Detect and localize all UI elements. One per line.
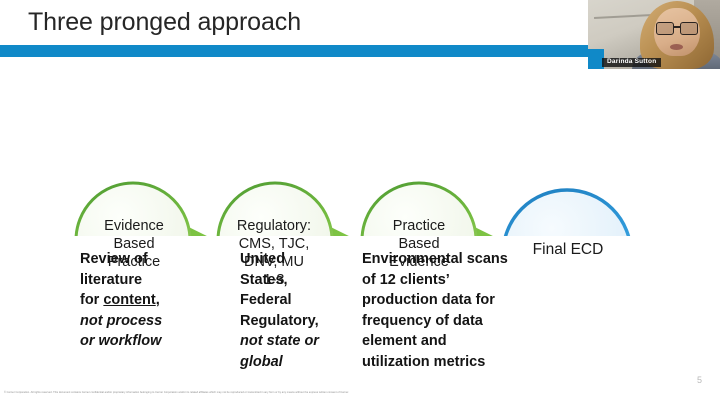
caption-2-line-6: global: [240, 353, 283, 370]
node-label-practice-based-evidence: Practice Based Evidence: [389, 218, 449, 270]
node-circle-final-ecd[interactable]: [503, 188, 631, 236]
node-circle-practice-based-evidence[interactable]: [360, 181, 478, 236]
caption-1-line-3-suffix: ,: [155, 292, 160, 308]
glasses-left-lens: [656, 22, 674, 35]
webcam-mouth: [670, 44, 683, 50]
glasses-bridge: [673, 26, 681, 28]
page-title: Three pronged approach: [28, 8, 301, 36]
glasses-icon: [656, 22, 698, 35]
three-pronged-approach-diagram: Evidence Based Practice Regulatory: CMS,…: [0, 86, 720, 288]
caption-2-line-1: United: [240, 251, 286, 267]
node-circle-evidence-based-practice[interactable]: [74, 181, 192, 236]
node-label-evidence-based-practice: Evidence Based Practice: [104, 218, 164, 270]
caption-1-line-1: Review of: [80, 251, 148, 267]
caption-1-line-5: or workflow: [80, 333, 162, 349]
footer-legal-disclaimer: © Cerner Corporation. All rights reserve…: [4, 391, 349, 394]
caption-2-line-3: Federal: [240, 292, 292, 308]
caption-1-line-3-prefix: for: [80, 292, 104, 308]
node-label-final-ecd: Final ECD: [532, 241, 604, 258]
page-number: 5: [696, 375, 702, 385]
caption-1-line-4: not process: [80, 312, 163, 329]
caption-2-line-5: not state or: [240, 333, 319, 349]
node-label-regulatory: Regulatory: CMS, TJC, DNV, MU 1-3: [236, 218, 312, 288]
caption-1-emphasis-content: content: [103, 292, 156, 308]
node-circle-regulatory[interactable]: [216, 181, 334, 236]
caption-2-line-2: States,: [240, 271, 288, 288]
title-divider-bar: [0, 45, 720, 57]
webcam-video-overlay[interactable]: Darinda Sutton: [588, 0, 720, 69]
webcam-blue-tab: [588, 49, 604, 69]
caption-evidence-based-practice: Review of literature for content, not pr…: [80, 249, 190, 352]
diagram-shapes: [74, 181, 631, 236]
caption-2-line-4: Regulatory,: [240, 312, 319, 329]
caption-practice-based-evidence: Environmental scans of 12 clients’ produ…: [362, 251, 508, 370]
glasses-right-lens: [680, 22, 698, 35]
caption-regulatory: United States, Federal Regulatory, not s…: [240, 249, 352, 372]
caption-1-line-2: literature: [80, 271, 143, 288]
participant-name-label: Darinda Sutton: [602, 57, 662, 67]
